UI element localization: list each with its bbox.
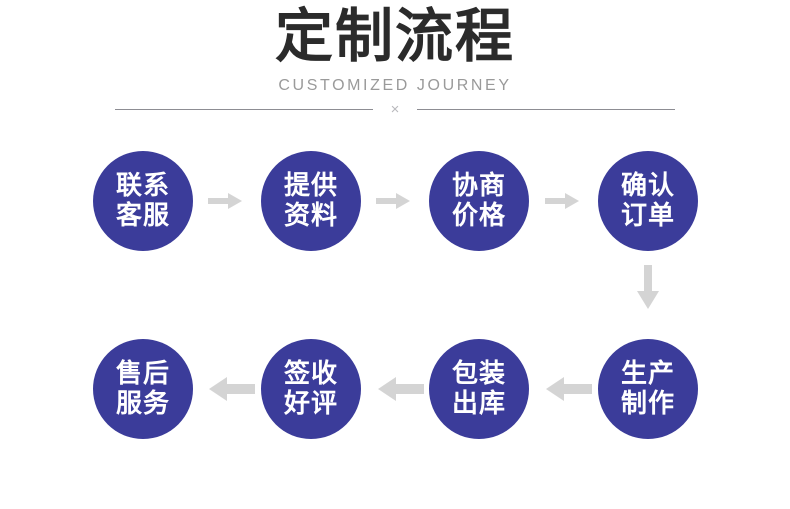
page-subtitle: CUSTOMIZED JOURNEY xyxy=(278,77,512,94)
flow-node-confirm-order[interactable]: 确认 订单 xyxy=(598,151,698,251)
arrow-left-icon xyxy=(378,376,424,402)
page-title: 定制流程 xyxy=(274,2,515,70)
flow-node-label-line2: 客服 xyxy=(115,201,170,231)
flow-node-receipt-review[interactable]: 签收 好评 xyxy=(261,339,361,439)
flow-node-provide-materials[interactable]: 提供 资料 xyxy=(261,151,361,251)
flow-node-label-line2: 制作 xyxy=(620,389,675,419)
page-header: 定制流程 CUSTOMIZED JOURNEY × xyxy=(0,0,790,125)
process-flow-diagram: 联系 客服 提供 资料 协商 价格 确认 订单 生产 制作 包装 出库 签收 xyxy=(0,125,790,509)
flow-node-packaging-shipping[interactable]: 包装 出库 xyxy=(429,339,529,439)
divider-rule-right xyxy=(417,109,675,110)
flow-node-label-line2: 服务 xyxy=(115,389,170,419)
divider-x-icon: × xyxy=(390,101,400,118)
arrow-left-icon xyxy=(209,376,255,402)
flow-node-label-line2: 价格 xyxy=(451,201,506,231)
flow-node-label-line2: 好评 xyxy=(283,389,338,419)
flow-node-label-line1: 确认 xyxy=(620,171,675,201)
arrow-down-icon xyxy=(635,265,661,309)
divider: × xyxy=(115,100,675,120)
flow-node-contact-service[interactable]: 联系 客服 xyxy=(93,151,193,251)
divider-rule-left xyxy=(115,109,373,110)
flow-node-label-line2: 订单 xyxy=(620,201,675,231)
arrow-left-icon xyxy=(546,376,592,402)
arrow-right-icon xyxy=(545,191,579,211)
flow-node-label-line2: 资料 xyxy=(283,201,338,231)
flow-node-production[interactable]: 生产 制作 xyxy=(598,339,698,439)
flow-node-label-line1: 包装 xyxy=(451,359,506,389)
arrow-right-icon xyxy=(208,191,242,211)
flow-node-label-line1: 生产 xyxy=(620,359,675,389)
flow-node-label-line1: 协商 xyxy=(451,171,506,201)
flow-node-after-sales-service[interactable]: 售后 服务 xyxy=(93,339,193,439)
flow-node-label-line2: 出库 xyxy=(451,389,506,419)
flow-node-label-line1: 提供 xyxy=(283,171,338,201)
flow-node-label-line1: 签收 xyxy=(283,359,338,389)
flow-node-label-line1: 售后 xyxy=(115,359,170,389)
flow-node-label-line1: 联系 xyxy=(115,171,170,201)
arrow-right-icon xyxy=(376,191,410,211)
flow-node-negotiate-price[interactable]: 协商 价格 xyxy=(429,151,529,251)
